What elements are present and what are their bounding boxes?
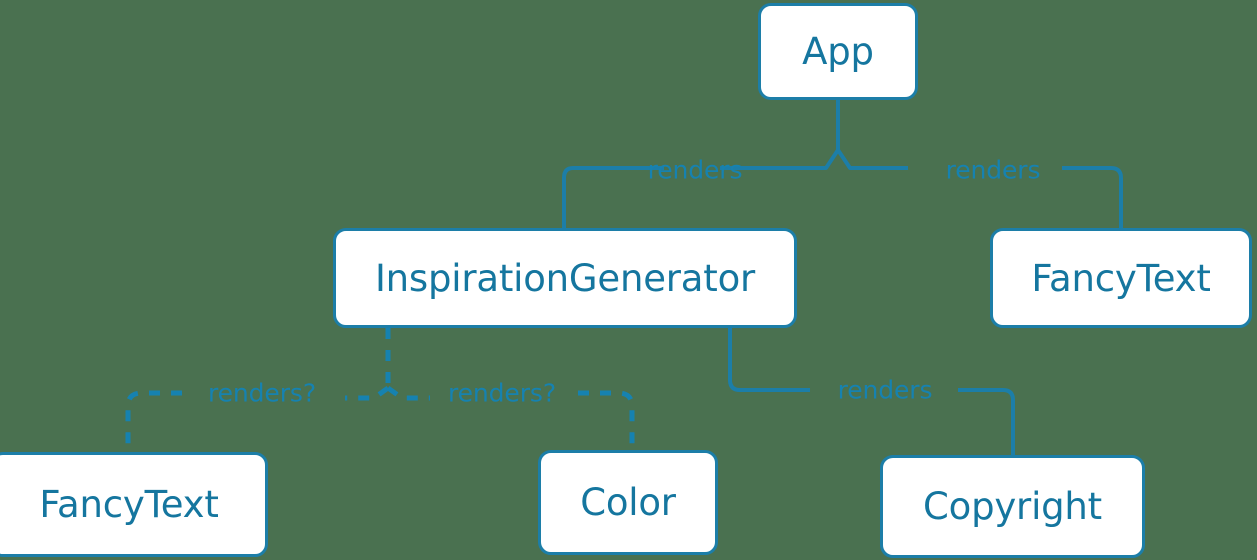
node-fancytext-right[interactable]: FancyText xyxy=(990,228,1252,328)
edge-inspirationgenerator-copyright-b xyxy=(958,388,1015,455)
node-inspirationgenerator[interactable]: InspirationGenerator xyxy=(333,228,797,328)
edge-app-fancytext-a xyxy=(836,148,908,170)
edge-inspirationgenerator-fancytext-a xyxy=(345,385,390,401)
edge-inspirationgenerator-fancytext-b xyxy=(125,390,182,452)
edge-label-inspirationgenerator-color: renders? xyxy=(448,378,556,408)
edge-label-inspirationgenerator-fancytext: renders? xyxy=(208,378,316,408)
edge-app-fancytext-b xyxy=(1062,166,1123,228)
edge-app-inspirationgenerator-a xyxy=(720,148,840,170)
node-app[interactable]: App xyxy=(758,3,918,100)
edge-app-inspirationgenerator-b xyxy=(562,166,664,228)
node-copyright[interactable]: Copyright xyxy=(880,455,1145,558)
node-app-label: App xyxy=(802,30,874,73)
node-copyright-label: Copyright xyxy=(923,485,1102,528)
edge-label-app-inspirationgenerator: renders xyxy=(647,155,743,185)
node-color[interactable]: Color xyxy=(538,450,718,555)
edge-label-app-fancytext: renders xyxy=(945,155,1041,185)
node-color-label: Color xyxy=(580,481,676,524)
edge-label-inspirationgenerator-copyright: renders xyxy=(837,375,933,405)
edge-inspirationgenerator-color-b xyxy=(578,390,635,450)
edge-inspirationgenerator-copyright-a xyxy=(728,328,810,392)
node-fancytext-right-label: FancyText xyxy=(1031,256,1211,300)
node-fancytext-left[interactable]: FancyText xyxy=(0,452,268,557)
node-inspirationgenerator-label: InspirationGenerator xyxy=(374,256,756,300)
node-fancytext-left-label: FancyText xyxy=(39,483,219,526)
edge-inspirationgenerator-color-a xyxy=(386,385,430,401)
